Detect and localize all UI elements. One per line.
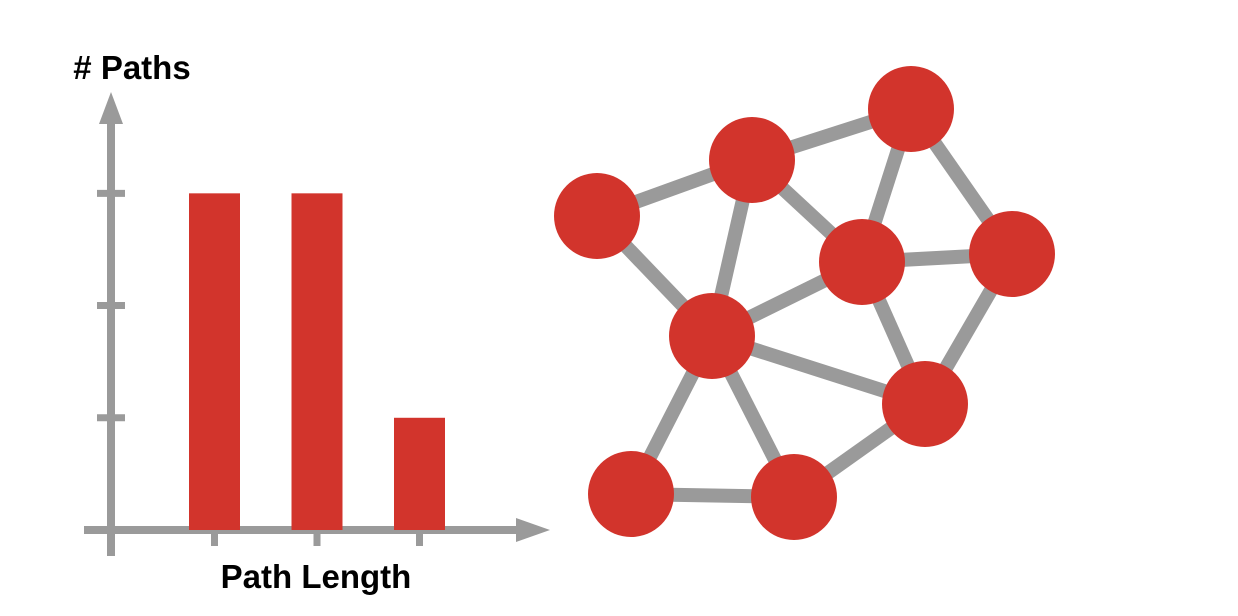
path-length-histogram: # Paths Path Length — [73, 49, 550, 595]
bar — [291, 193, 343, 531]
y-axis — [99, 92, 123, 556]
graph-nodes — [554, 66, 1055, 540]
x-axis-title: Path Length — [221, 558, 412, 595]
graph-node — [669, 293, 755, 379]
graph-node — [868, 66, 954, 152]
network-graph — [554, 66, 1055, 540]
axis-ticks — [97, 189, 423, 546]
bar — [189, 193, 240, 531]
bar — [394, 417, 445, 530]
graph-node — [709, 117, 795, 203]
graph-node — [882, 361, 968, 447]
graph-node — [969, 211, 1055, 297]
graph-node — [751, 454, 837, 540]
y-axis-title: # Paths — [73, 49, 190, 86]
y-axis-arrowhead — [99, 92, 123, 124]
bars — [189, 193, 445, 531]
graph-node — [819, 219, 905, 305]
graph-node — [554, 173, 640, 259]
graph-node — [588, 451, 674, 537]
x-axis-arrowhead — [516, 518, 550, 542]
